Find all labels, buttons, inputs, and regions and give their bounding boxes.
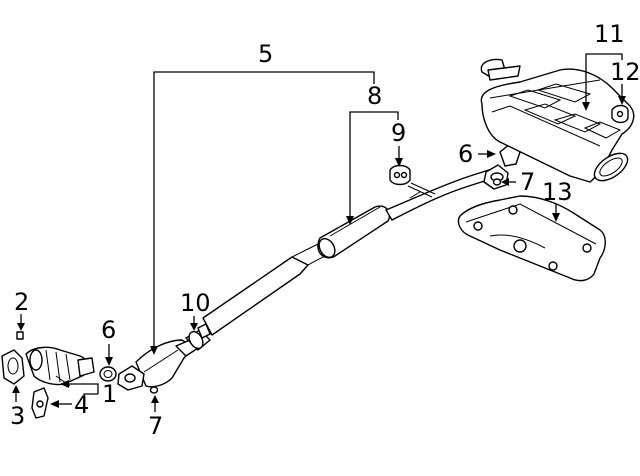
callout-4: 4: [74, 391, 90, 419]
callout-3: 3: [10, 402, 26, 430]
nut-left: [149, 386, 159, 394]
callout-6-left: 6: [101, 316, 117, 344]
rear-muffler: [480, 58, 635, 183]
nut-right: [492, 178, 502, 186]
heat-shield: [457, 195, 606, 282]
rubber-hanger: [389, 164, 411, 186]
intermediate-pipe: [202, 239, 345, 336]
callout-1: 1: [102, 380, 118, 408]
callout-13: 13: [542, 178, 573, 206]
callout-11: 11: [594, 20, 625, 48]
gasket-ring-left: [99, 366, 117, 382]
muffler-hanger: [611, 104, 629, 124]
callout-12: 12: [610, 58, 640, 86]
callout-5: 5: [258, 40, 274, 68]
manifold-gasket: [1, 349, 25, 385]
stud: [16, 331, 24, 340]
callout-7-right: 7: [520, 168, 536, 196]
rear-pipe: [385, 167, 498, 221]
center-muffler: [317, 205, 391, 259]
rear-catalytic-converter: [117, 323, 211, 391]
callout-6-right: 6: [458, 140, 474, 168]
callout-10: 10: [180, 289, 211, 317]
callout-2: 2: [14, 288, 30, 316]
callout-7-left: 7: [148, 412, 164, 440]
callout-8: 8: [367, 82, 383, 110]
callout-9: 9: [391, 119, 407, 147]
support-bracket: [31, 387, 49, 419]
front-catalytic-converter: [25, 346, 95, 387]
